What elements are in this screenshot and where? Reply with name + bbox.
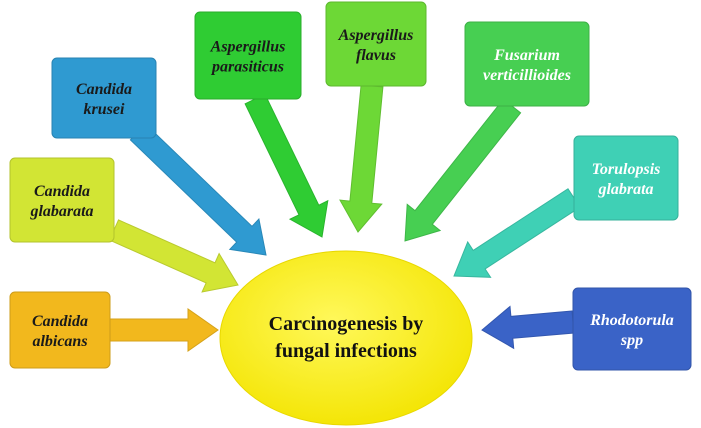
organism-label-line1-2: Candida [76, 81, 132, 98]
organism-box-rect-4 [325, 1, 427, 87]
organism-box-6: Torulopsis glabrata [573, 135, 679, 221]
arrow-7 [481, 305, 575, 350]
organism-label-line1-7: Rhodotorula [589, 312, 674, 329]
organism-label-line1-0: Candida [32, 313, 88, 330]
organism-label-line2-3: parasiticus [210, 59, 284, 76]
organism-box-rect-2 [51, 57, 157, 139]
organism-label-line2-6: glabrata [597, 181, 653, 198]
center-ellipse [219, 250, 473, 426]
organism-box-rect-5 [464, 21, 590, 107]
organism-box-0: Candida albicans [9, 291, 111, 369]
center-label-line1: Carcinogenesis by [269, 313, 424, 335]
arrow-3 [244, 93, 329, 238]
organism-boxes-layer: CandidaalbicansCandidaglabarataCandidakr… [9, 1, 692, 371]
organism-box-3: Aspergillus parasiticus [194, 11, 302, 100]
organism-box-rect-1 [9, 157, 115, 243]
arrow-2 [129, 123, 267, 256]
organism-box-rect-6 [573, 135, 679, 221]
organism-label-line2-0: albicans [32, 333, 87, 350]
organism-label-line2-2: krusei [84, 101, 125, 118]
organism-box-7: Rhodotorula spp [572, 287, 692, 371]
organism-box-2: Candida krusei [51, 57, 157, 139]
organism-label-line2-4: flavus [356, 47, 396, 64]
organism-label-line1-4: Aspergillus [338, 27, 414, 44]
organism-box-rect-0 [9, 291, 111, 369]
organism-box-rect-7 [572, 287, 692, 371]
arrow-5 [404, 98, 522, 242]
organism-box-5: Fusarium verticillioides [464, 21, 590, 107]
arrow-1 [108, 219, 239, 293]
organism-label-line2-5: verticillioides [483, 67, 571, 84]
organism-label-line1-3: Aspergillus [210, 39, 286, 56]
organism-label-line1-1: Candida [34, 183, 90, 200]
organism-label-line2-7: spp [620, 332, 643, 349]
arrow-0 [109, 308, 219, 352]
organism-box-1: Candida glabarata [9, 157, 115, 243]
arrow-6 [453, 188, 581, 278]
center-label-line2: fungal infections [275, 340, 417, 362]
arrows-layer [108, 84, 581, 352]
organism-box-4: Aspergillus flavus [325, 1, 427, 87]
center-node: Carcinogenesis by fungal infections [219, 250, 473, 426]
organism-label-line2-1: glabarata [29, 203, 93, 220]
organism-label-line1-5: Fusarium [493, 47, 560, 64]
organism-box-rect-3 [194, 11, 302, 100]
arrow-4 [339, 84, 384, 233]
organism-label-line1-6: Torulopsis [592, 161, 661, 178]
